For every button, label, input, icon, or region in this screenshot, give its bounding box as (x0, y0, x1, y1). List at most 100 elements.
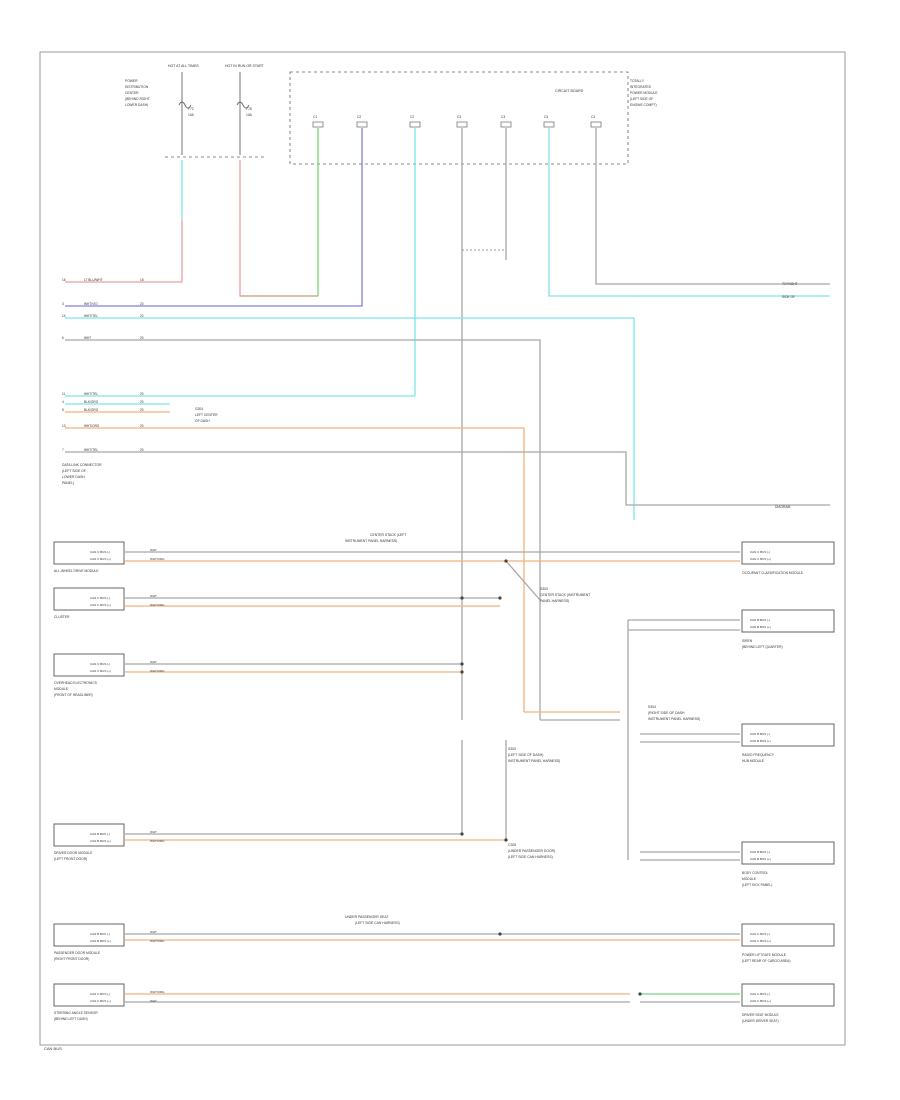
left-module-name: (FRONT OF HEADLINER) (54, 693, 93, 697)
body-module-desc-3: (LEFT SIDE OF (630, 97, 653, 101)
splice-s5-2: (LEFT SIDE CAN HARNESS) (508, 855, 553, 859)
left-module-name: MODULE (54, 687, 69, 691)
right-modules: CAN C BUS (-) CAN C BUS (+) OCCUPANT CLASS… (741, 541, 835, 1023)
body-module-desc-1: INTEGRATED (630, 85, 652, 89)
dlc-wire-gauge: 20 (140, 392, 144, 396)
wire-color-label: WHT/ORG (150, 669, 165, 673)
footer-code: CAN BUS (44, 1046, 62, 1051)
splice-nodes (460, 559, 642, 996)
module-line-label: CAN B BUS (-) (750, 618, 770, 622)
right-cont-0: TO RIGHT (782, 282, 798, 286)
body-module-desc-2: POWER MODULE (630, 91, 658, 95)
module-line-label: CAN B BUS (-) (90, 932, 110, 936)
splice-s6-1: (LEFT SIDE CAN HARNESS) (355, 921, 400, 925)
splice-node (504, 559, 508, 563)
dlc-pin: 13 (62, 424, 66, 428)
body-module-pin: C2 (357, 115, 361, 119)
wire-color-label: WHT/ORG (150, 990, 165, 994)
body-module-box (289, 71, 629, 165)
splice-s4-2: INSTRUMENT PANEL HARNESS) (648, 717, 700, 721)
module-line-label: CAN B BUS (-) (750, 850, 770, 854)
pin-box (543, 121, 555, 128)
right-module-name: BODY CONTROL (742, 871, 768, 875)
pin-box (312, 121, 324, 128)
dlc-ground-0: G204 (195, 407, 203, 411)
fuse2-label: HOT IN RUN OR START (225, 64, 265, 68)
wire-color-label: WHT (150, 930, 157, 934)
left-modules: CAN C BUS (-)CAN C BUS (+)WHTWHT/ORGALL-… (53, 541, 165, 1021)
dlc-ground-2: OF DASH (195, 419, 210, 423)
pin-box (356, 121, 368, 128)
splice-s2-0: S303 (540, 587, 548, 591)
splice-node (504, 838, 508, 842)
body-module-pin: C3 (544, 115, 548, 119)
splice-s6-0: UNDER PASSENGER SEAT (345, 915, 388, 919)
module-line-label: CAN B BUS (+) (90, 839, 111, 843)
dlc-wire-gauge: 20 (140, 400, 144, 404)
splice-s3-0: S303 (508, 747, 516, 751)
pin-box (456, 121, 468, 128)
fuse1-label: HOT AT ALL TIMES (168, 64, 199, 68)
dlc-wire-color: WHT (84, 336, 91, 340)
left-module-name: (RIGHT FRONT DOOR) (54, 957, 89, 961)
fuse1-desc-0: POWER (125, 79, 138, 83)
dlc-desc-1: (LEFT SIDE OF (62, 469, 86, 473)
fuse1-amp: F72 (188, 107, 194, 111)
splice-s2-1: CENTER STACK (INSTRUMENT (540, 593, 590, 597)
right-module-box (741, 841, 835, 865)
module-line-label: CAN C BUS (+) (90, 669, 111, 673)
module-line-label: CAN B BUS (+) (750, 625, 771, 629)
body-module-label: CIRCUIT BOARD (555, 89, 584, 93)
module-line-label: CAN C BUS (+) (750, 999, 771, 1003)
module-line-label: CAN C BUS (-) (750, 992, 770, 996)
right-module-name: POWER LIFTGATE MODULE (742, 953, 787, 957)
dlc-wire-color: WHT/TEL (84, 448, 98, 452)
body-module-pin: C3 (501, 115, 505, 119)
right-cont-1: SIDE OF (782, 295, 795, 299)
pin-box (500, 121, 512, 128)
dlc-pin: 5 (62, 408, 64, 412)
right-module-name: MODULE (742, 877, 757, 881)
diagram-frame (39, 51, 846, 1046)
splice-node (460, 670, 464, 674)
left-module-name: DRIVER DOOR MODULE (54, 851, 93, 855)
right-module-name: (UNDER DRIVER SEAT) (742, 1019, 779, 1023)
dlc-wire-color: BLK/ORG (84, 408, 99, 412)
module-line-label: CAN B BUS (-) (90, 832, 110, 836)
wire-color-label: WHT (150, 999, 157, 1003)
dlc-pin: 7 (62, 448, 64, 452)
splice-node (638, 992, 642, 996)
pin-box (590, 121, 602, 128)
wire-color-label: WHT (150, 548, 157, 552)
splice-s4-1: (RIGHT SIDE OF DASH (648, 711, 685, 715)
dlc-wire-color: LT BLU/WHT (84, 278, 103, 282)
body-module-pin: C3 (591, 115, 595, 119)
module-line-label: CAN C BUS (-) (750, 550, 770, 554)
wire-color-label: WHT (150, 594, 157, 598)
module-line-label: CAN C BUS (+) (90, 999, 111, 1003)
dlc-wire-color: WHT/VIO (84, 302, 98, 306)
right-module-name: (LEFT REAR OF CARGO AREA) (742, 959, 790, 963)
wire-color-label: WHT (150, 830, 157, 834)
dlc-wire-gauge: 20 (140, 408, 144, 412)
fuse1-desc-2: CENTER (125, 91, 139, 95)
dlc-wire-gauge: 20 (140, 314, 144, 318)
left-module-box (53, 653, 125, 677)
right-module-box (741, 923, 835, 947)
wire-color-label: WHT (150, 660, 157, 664)
body-module-pin: C1 (313, 115, 317, 119)
module-line-label: CAN C BUS (+) (90, 603, 111, 607)
right-module-name: OCCUPANT CLASSIFICATION MODULE (742, 571, 804, 575)
dlc-pin: 11 (62, 392, 66, 396)
splice-s2-2: PANEL HARNESS) (540, 599, 569, 603)
module-line-label: CAN B BUS (-) (750, 732, 770, 736)
left-module-box (53, 923, 125, 947)
wire-color-label: WHT/ORG (150, 939, 165, 943)
splice-node (460, 596, 464, 600)
fuse1-desc-4: LOWER DASH) (125, 103, 148, 107)
dlc-pin: 16 (62, 278, 66, 282)
right-module-name: SIREN (742, 639, 753, 643)
